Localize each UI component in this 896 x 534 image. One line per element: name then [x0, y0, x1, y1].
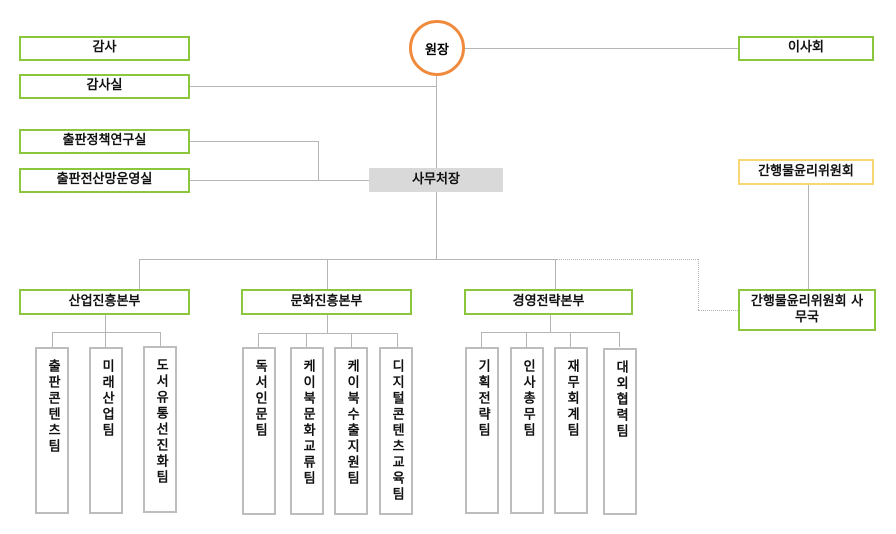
- team-label: 케이북문화교류팀: [300, 359, 316, 487]
- audit-office-label: 감사실: [86, 78, 123, 94]
- director-label: 원장: [425, 42, 449, 58]
- dotted-connector: [698, 259, 699, 310]
- secretary-general-node: 사무처장: [369, 168, 503, 192]
- team-node: 독서인문팀: [242, 347, 276, 515]
- policy-institute-label: 출판정책연구실: [62, 133, 147, 149]
- network-office-label: 출판전산망운영실: [56, 172, 153, 188]
- connector: [555, 259, 556, 289]
- connector: [190, 86, 436, 87]
- connector: [105, 315, 106, 332]
- connector: [327, 315, 328, 333]
- connector: [808, 185, 809, 289]
- division-label: 경영전략본부: [512, 293, 585, 309]
- team-node: 도서유통선진화팀: [143, 346, 177, 513]
- ethics-secretariat-label: 간행물윤리위원회 사무국: [750, 293, 864, 325]
- team-label: 인사총무팀: [520, 359, 536, 439]
- connector: [258, 333, 397, 334]
- connector: [139, 259, 140, 289]
- team-label: 기획전략팀: [475, 359, 491, 439]
- connector: [139, 259, 556, 260]
- connector: [327, 259, 328, 289]
- team-node: 대외협력팀: [603, 348, 637, 515]
- connector: [52, 332, 160, 333]
- team-node: 인사총무팀: [510, 347, 544, 514]
- ethics-committee-label: 간행물윤리위원회: [758, 163, 854, 179]
- dotted-connector: [556, 259, 698, 260]
- connector: [550, 315, 551, 332]
- division-node: 문화진흥본부: [241, 289, 412, 315]
- team-label: 출판콘텐츠팀: [45, 359, 61, 455]
- connector: [481, 332, 482, 347]
- team-node: 재무회계팀: [554, 347, 588, 514]
- team-node: 출판콘텐츠팀: [35, 347, 69, 514]
- connector: [52, 332, 53, 347]
- ethics-secretariat-node: 간행물윤리위원회 사무국: [738, 289, 876, 331]
- auditor-node: 감사: [19, 36, 190, 61]
- connector: [481, 332, 619, 333]
- connector: [526, 332, 527, 347]
- team-node: 기획전략팀: [465, 347, 499, 514]
- connector: [160, 332, 161, 347]
- audit-office-node: 감사실: [19, 74, 190, 99]
- connector: [570, 332, 571, 347]
- division-node: 경영전략본부: [464, 289, 633, 315]
- team-label: 케이북수출지원팀: [344, 359, 360, 487]
- ethics-committee-node: 간행물윤리위원회: [738, 159, 874, 185]
- auditor-label: 감사: [92, 40, 117, 56]
- board-label: 이사회: [788, 40, 824, 56]
- team-label: 도서유통선진화팀: [153, 358, 169, 486]
- dotted-connector: [698, 310, 738, 311]
- connector: [105, 332, 106, 347]
- division-label: 산업진흥본부: [68, 293, 141, 309]
- connector: [258, 333, 259, 347]
- team-label: 독서인문팀: [252, 359, 268, 439]
- connector: [436, 75, 437, 260]
- connector: [190, 180, 369, 181]
- connector: [464, 48, 738, 49]
- team-node: 미래산업팀: [89, 347, 123, 514]
- team-node: 디지털콘텐츠교육팀: [379, 347, 413, 515]
- network-office-node: 출판전산망운영실: [19, 168, 190, 193]
- team-node: 케이북수출지원팀: [334, 347, 368, 515]
- secretary-general-label: 사무처장: [412, 171, 460, 187]
- division-node: 산업진흥본부: [19, 289, 190, 315]
- division-label: 문화진흥본부: [290, 293, 363, 309]
- connector: [619, 332, 620, 347]
- policy-institute-node: 출판정책연구실: [19, 129, 190, 154]
- connector: [351, 333, 352, 347]
- connector: [190, 141, 318, 142]
- team-node: 케이북문화교류팀: [290, 347, 324, 515]
- board-node: 이사회: [738, 36, 874, 61]
- team-label: 재무회계팀: [564, 359, 580, 439]
- team-label: 대외협력팀: [613, 360, 629, 440]
- team-label: 디지털콘텐츠교육팀: [389, 359, 405, 503]
- connector: [397, 333, 398, 347]
- director-node: 원장: [409, 20, 465, 76]
- connector: [306, 333, 307, 347]
- team-label: 미래산업팀: [99, 359, 115, 439]
- connector: [318, 141, 319, 180]
